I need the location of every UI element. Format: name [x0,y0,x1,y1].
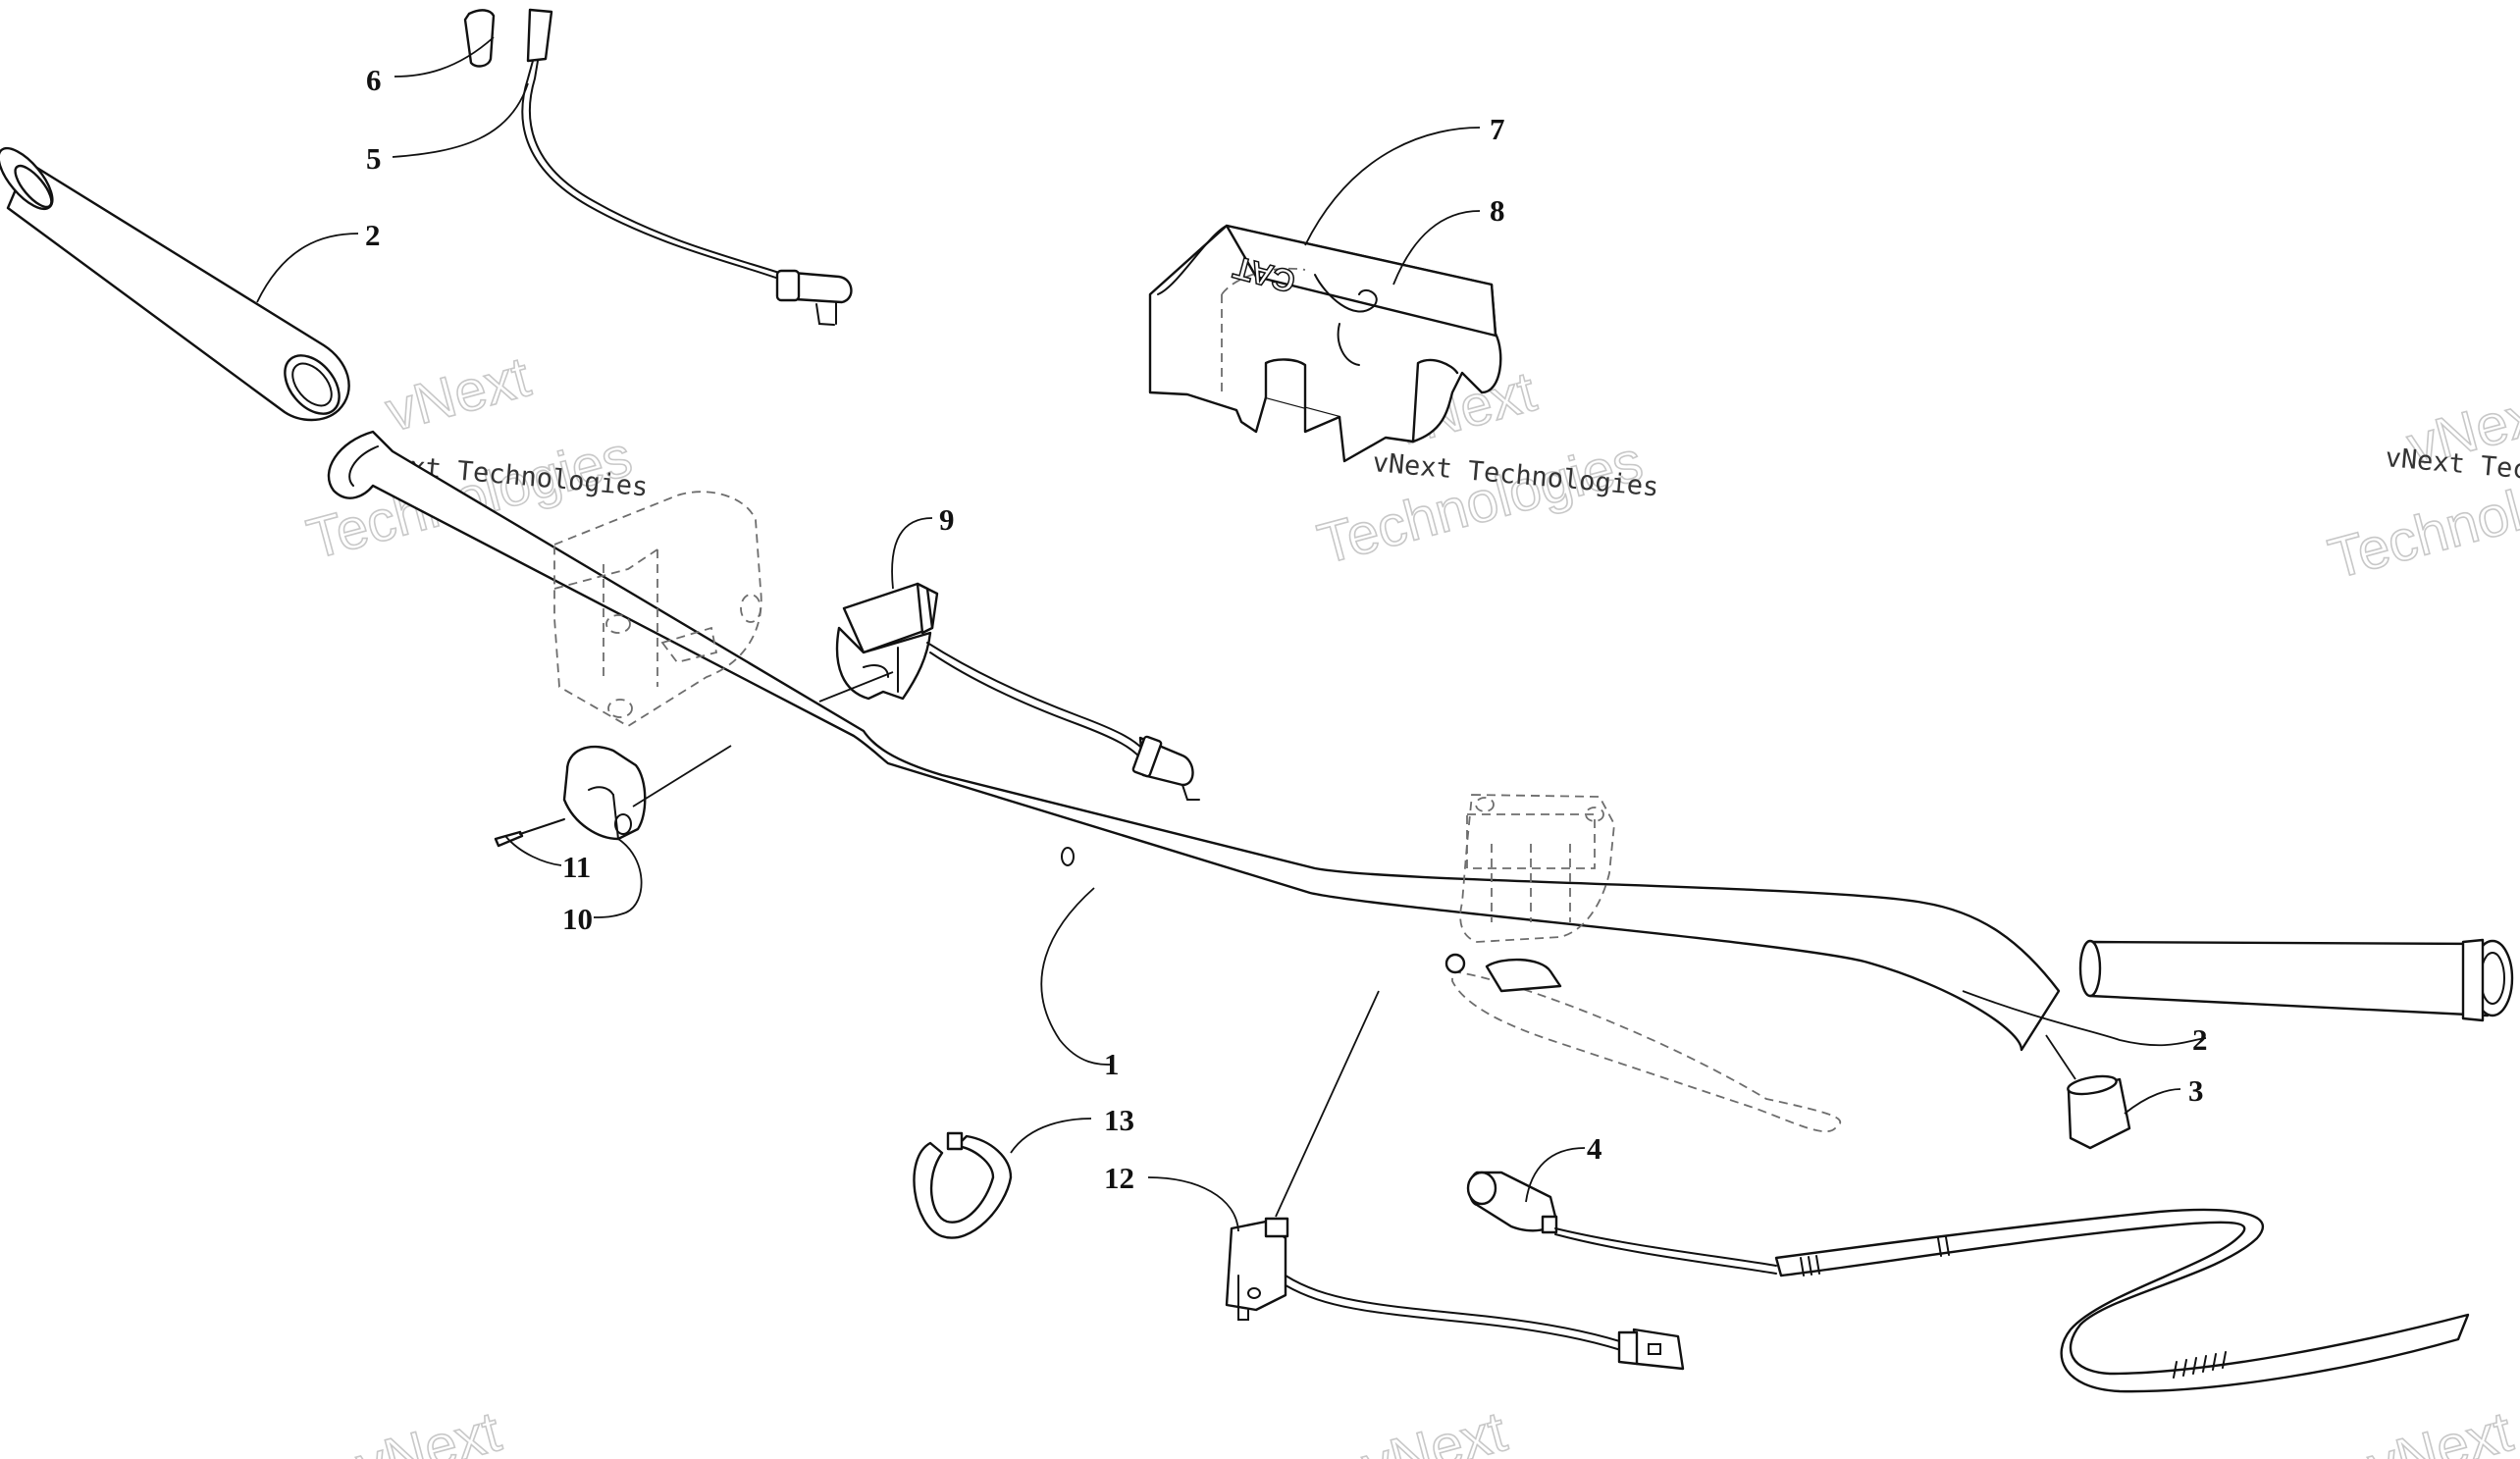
leader-11 [504,835,562,866]
callout-2-left: 2 [365,218,381,252]
leader-7 [1304,127,1481,246]
callout-6: 6 [366,63,382,97]
cable-tie [913,1131,1013,1239]
left-switch-assembly [818,582,1200,801]
leader-2a [256,233,359,303]
callout-4: 4 [1587,1131,1602,1166]
watermark-group-3: vNext Technologies vNext Tec [2322,379,2520,593]
throttle-switch-harness [1225,990,1685,1371]
clamp-half [562,745,647,841]
watermark-big-line1: vNext [1356,1399,1513,1459]
callout-8: 8 [1490,193,1505,228]
callout-10: 10 [562,902,593,936]
watermark-big-line1: vNext [380,344,537,443]
watermark-big-line1: vNext [350,1399,507,1459]
watermark-group-bottom: vNext vNext vNext [349,1399,2520,1459]
watermark-big-line1: vNext [2362,1399,2519,1459]
handlebar [327,430,2061,1052]
leader-10 [593,838,643,918]
leader-6 [394,36,495,78]
leader-5 [392,82,529,158]
heater-wire-assembly [521,8,853,326]
callout-12: 12 [1104,1161,1134,1195]
callout-labels: 1 2 2 3 4 5 6 7 8 9 10 11 12 13 [365,63,2208,1195]
callout-5: 5 [366,141,382,176]
right-handlebar-grip [2078,938,2514,1022]
leader-2b [1962,990,2207,1047]
heater-element-pad [463,9,496,68]
hidden-clamp-block [553,491,762,728]
leader-8 [1392,210,1481,286]
clamp-screw [494,818,565,848]
leader-1 [1040,887,1112,1066]
leader-3 [2124,1088,2181,1115]
leader-9 [891,517,933,590]
leader-4 [1525,1147,1586,1203]
throttle-heater-wire [1466,1171,2470,1393]
bar-end-plug [2045,1034,2131,1150]
left-handlebar-grip [0,146,350,422]
callout-1: 1 [1104,1047,1120,1081]
handlebar-pad-cover: CAT [1148,224,1502,463]
leader-lines [256,36,2207,1232]
leader-13 [1010,1118,1092,1154]
callout-11: 11 [562,850,591,884]
callout-9: 9 [939,502,955,537]
callout-13: 13 [1104,1103,1134,1137]
leader-12 [1147,1176,1239,1232]
callout-3: 3 [2188,1073,2204,1108]
clamp-leader [632,745,732,808]
callout-2-right: 2 [2192,1022,2208,1057]
hidden-brake-lever [1444,794,1841,1133]
callout-7: 7 [1490,112,1505,146]
